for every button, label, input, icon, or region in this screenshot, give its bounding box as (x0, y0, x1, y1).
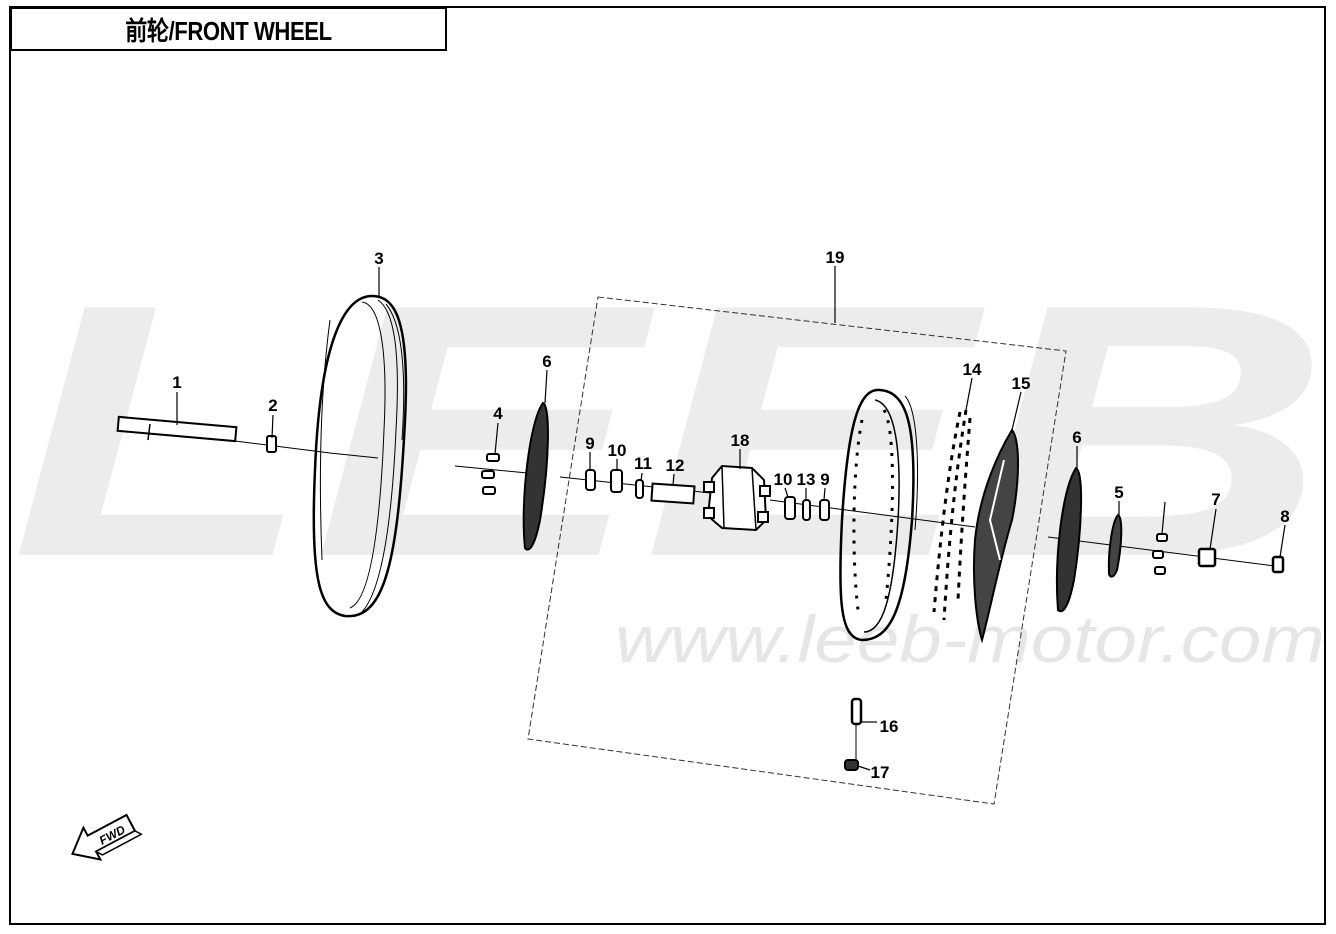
disc-bolts-left-part[interactable] (481, 453, 500, 495)
callout-5: 5 (1114, 483, 1123, 502)
callout-3: 3 (374, 249, 383, 268)
callout-11: 11 (634, 454, 652, 473)
axle-nut-part[interactable] (1271, 555, 1285, 574)
callout-8: 8 (1280, 507, 1289, 526)
page-border (9, 6, 1326, 925)
rim-part[interactable] (839, 388, 919, 642)
title-box: 前轮/FRONT WHEEL (10, 7, 447, 51)
callout-16: 16 (880, 717, 899, 736)
callout-9-right: 9 (820, 470, 829, 489)
callout-labels: 1 2 3 4 5 6 6 7 8 9 9 10 10 11 12 13 14 … (172, 248, 1289, 782)
oil-seal-left-part[interactable] (585, 469, 596, 491)
front-axle-part[interactable] (116, 415, 238, 443)
callout-15: 15 (1012, 374, 1031, 393)
callout-13: 13 (797, 470, 816, 489)
bearing-left-part[interactable] (610, 469, 623, 493)
callout-14: 14 (963, 360, 982, 379)
bearing-right-part[interactable] (784, 496, 796, 520)
callout-7: 7 (1211, 490, 1220, 509)
callout-9-left: 9 (585, 434, 594, 453)
oil-seal-right-part[interactable] (819, 499, 830, 521)
callout-6-right: 6 (1072, 428, 1081, 447)
page-title: 前轮/FRONT WHEEL (125, 15, 332, 46)
callout-12: 12 (666, 456, 685, 475)
spoke-nipples-part[interactable] (973, 428, 1019, 644)
callout-18: 18 (731, 431, 750, 450)
valve-cap-part[interactable] (844, 759, 859, 771)
spokes-part[interactable] (932, 409, 972, 621)
hub-spacer-sleeve-part[interactable] (650, 482, 696, 505)
callout-10-right: 10 (774, 470, 793, 489)
axle-spacer-part[interactable] (266, 435, 277, 453)
brake-disc-right-part[interactable] (1055, 466, 1083, 613)
callout-leaders (176, 266, 1286, 771)
circlip-part[interactable] (635, 479, 644, 499)
callout-17: 17 (871, 763, 890, 782)
callout-2: 2 (268, 396, 277, 415)
callout-1: 1 (172, 373, 181, 392)
collar-part[interactable] (1197, 547, 1217, 568)
tire-part[interactable] (312, 294, 408, 618)
speedometer-ring-part[interactable] (1107, 513, 1123, 578)
brake-disc-left-part[interactable] (522, 401, 549, 551)
valve-stem-part[interactable] (850, 697, 863, 726)
callout-10-left: 10 (608, 441, 627, 460)
wheel-hub-part[interactable] (703, 464, 771, 532)
callout-19: 19 (826, 248, 845, 267)
fwd-arrow-icon: FWD (71, 813, 143, 861)
website-watermark: www.leeb-motor.com (615, 602, 1325, 676)
rim-assembly-boundary (527, 296, 1067, 805)
callout-4-left: 4 (493, 404, 503, 423)
callout-6-left: 6 (542, 352, 551, 371)
inner-spacer-part[interactable] (802, 499, 811, 521)
